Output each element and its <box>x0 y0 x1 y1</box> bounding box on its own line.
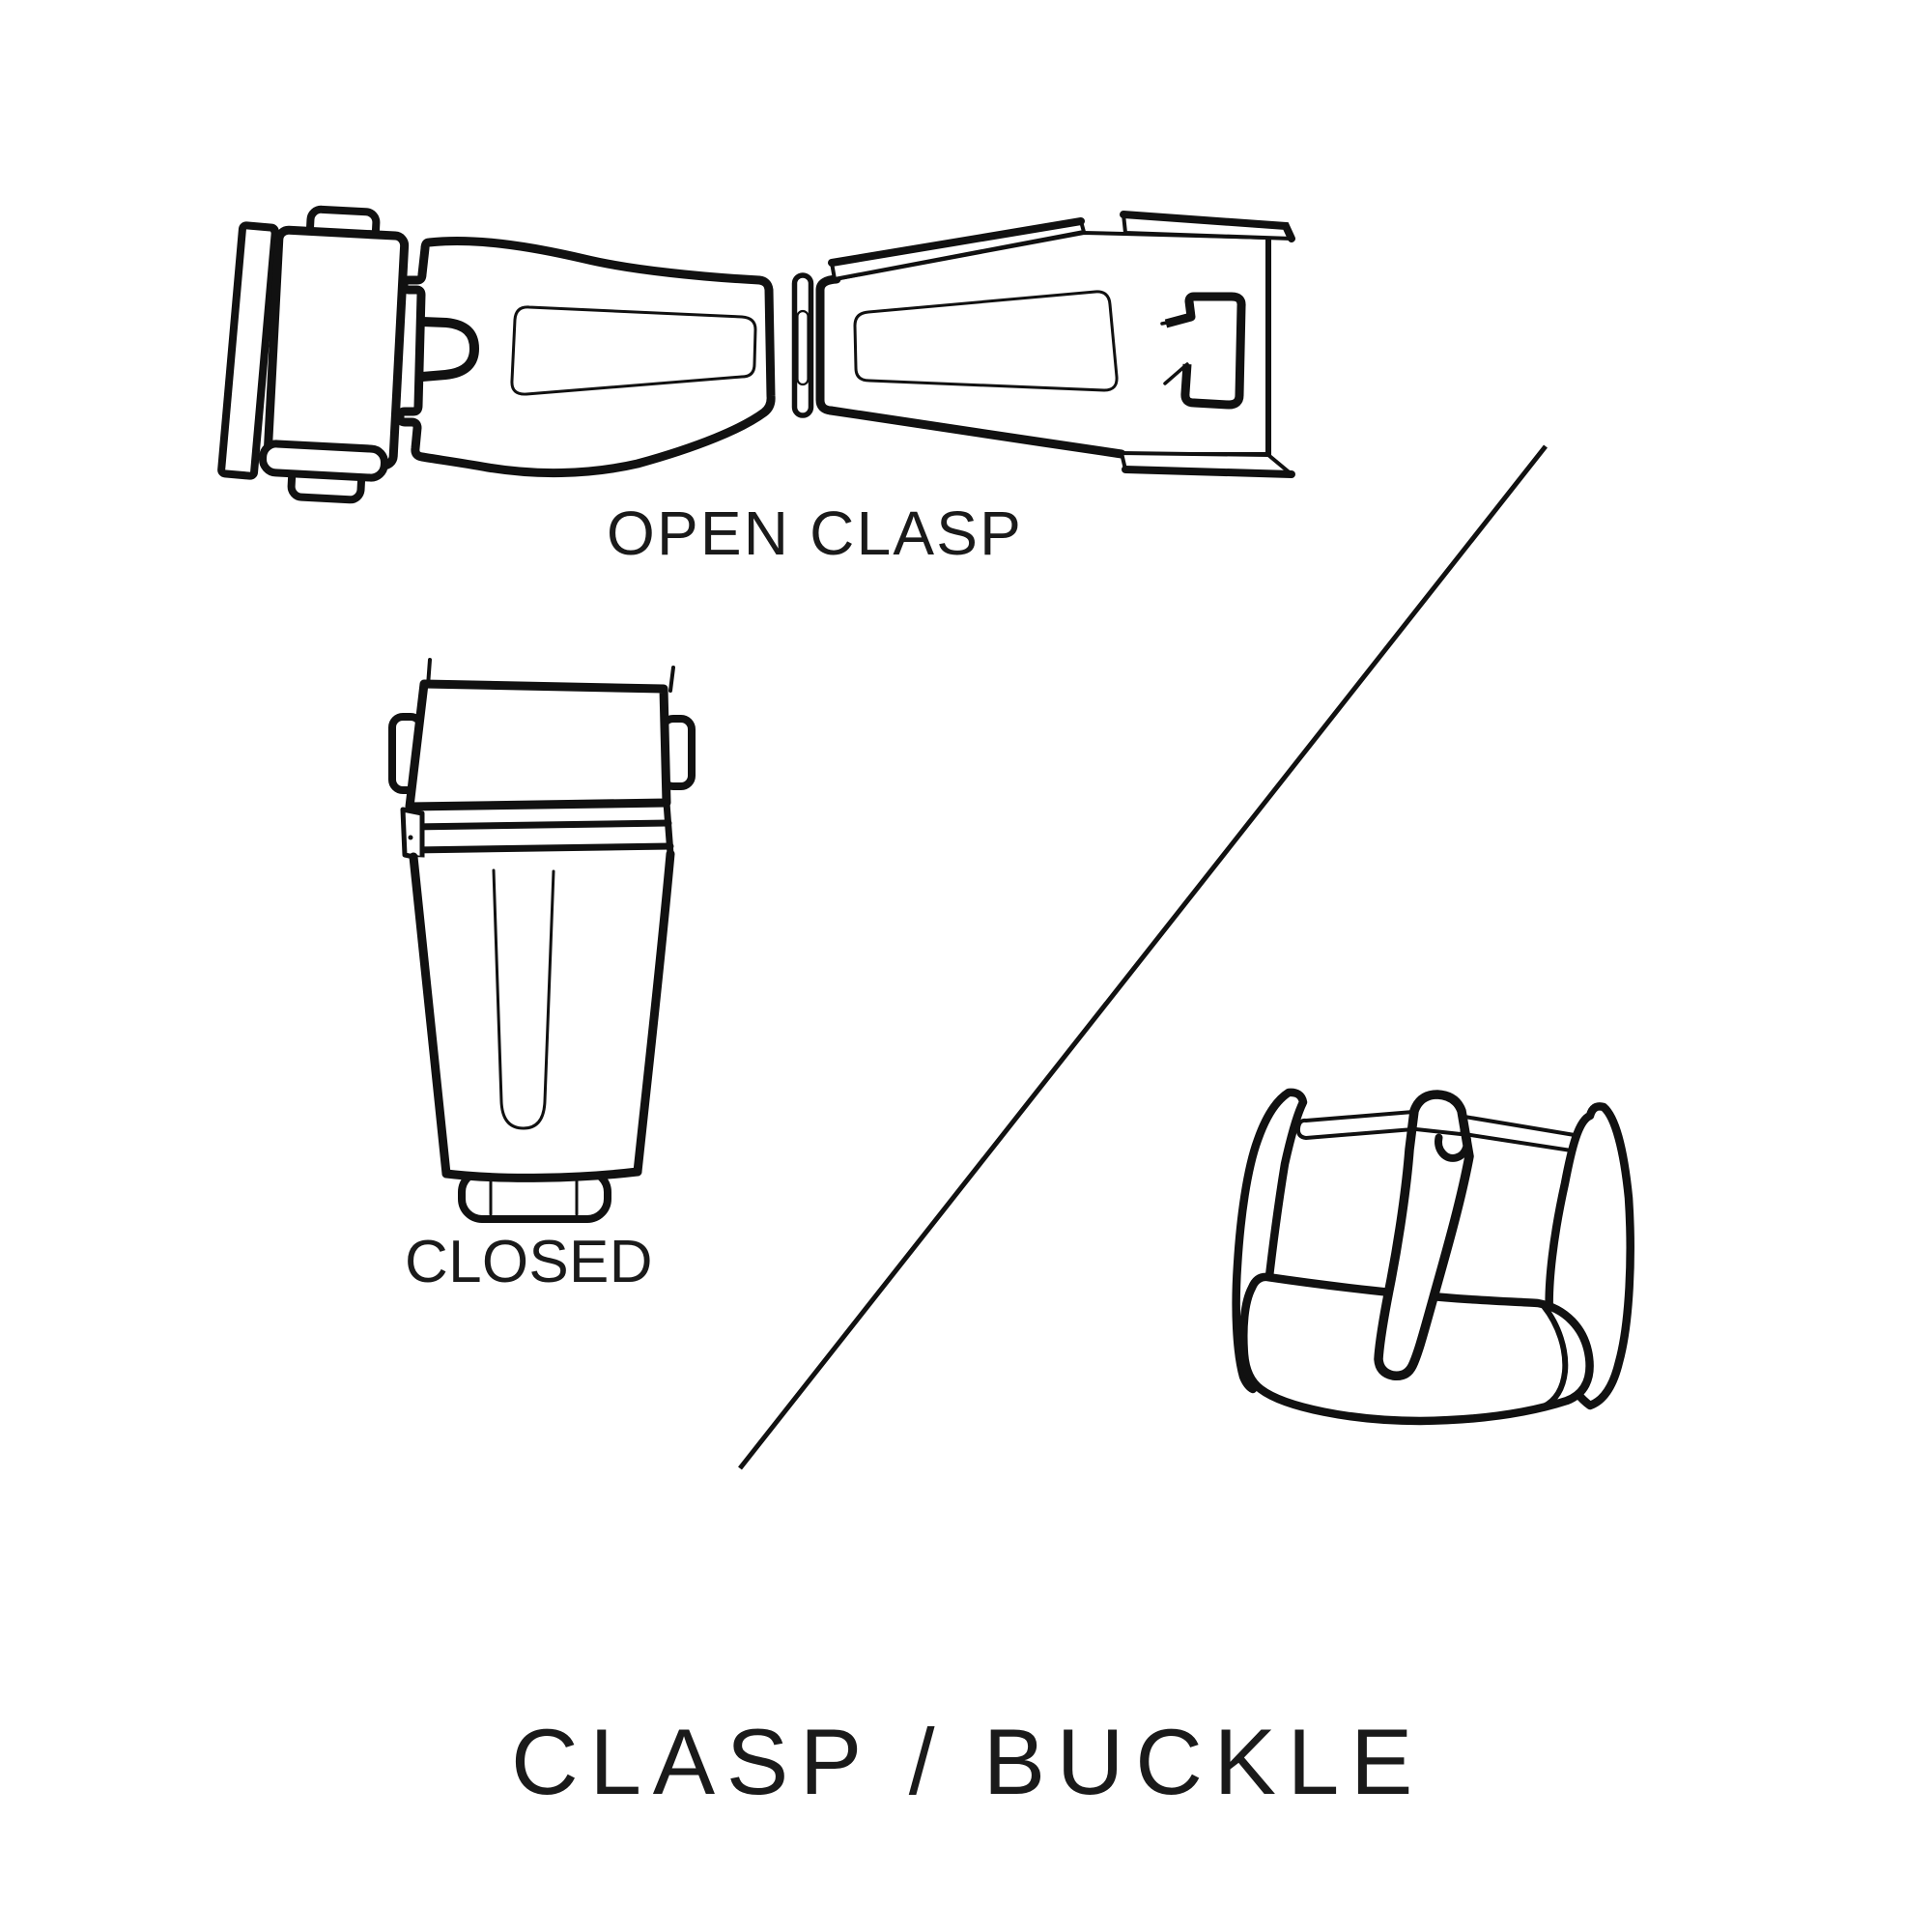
svg-text:CLOSED: CLOSED <box>405 1229 653 1295</box>
svg-text:CLASP / BUCKLE: CLASP / BUCKLE <box>511 1711 1424 1814</box>
svg-text:OPEN CLASP: OPEN CLASP <box>607 498 1023 568</box>
